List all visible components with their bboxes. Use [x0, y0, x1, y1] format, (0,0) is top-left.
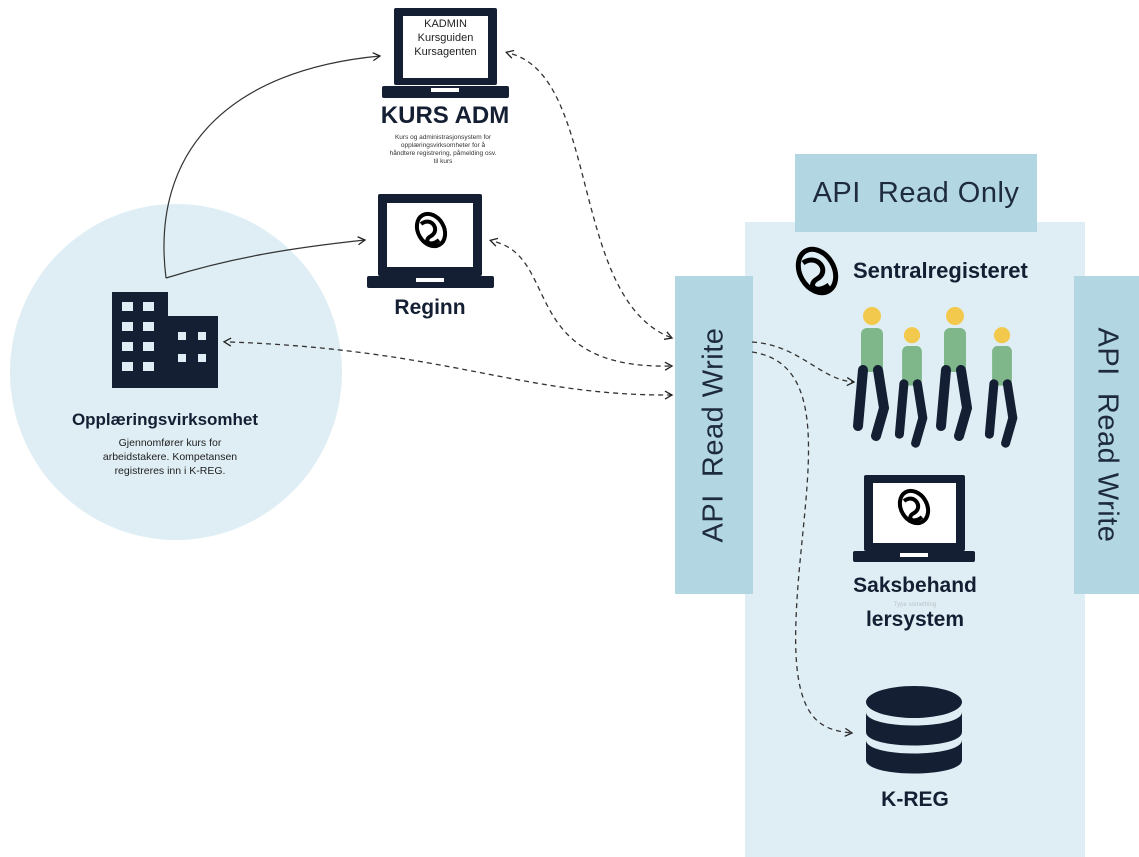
api-read-only-label: API Read Only — [812, 176, 1020, 209]
kurs-adm-screen-text: KADMIN Kursguiden Kursagenten — [403, 17, 488, 59]
screen-line-kursguiden: Kursguiden — [417, 32, 474, 44]
api-read-write-left-bar: API Read Write — [675, 276, 753, 594]
saksbehandler-title-line1: Saksbehand — [853, 574, 977, 597]
connector-kursadm-api — [504, 49, 674, 340]
organization-title: Opplæringsvirksomhet — [71, 410, 259, 429]
kurs-adm-laptop-icon — [382, 8, 512, 98]
kreg-title: K-REG — [881, 788, 949, 811]
building-icon — [112, 292, 218, 388]
api-read-only-bar: API Read Only — [795, 154, 1037, 232]
connector-org-to-kursadm — [163, 52, 382, 279]
connector-api-workers — [751, 341, 856, 387]
screen-line-kursagenten: Kursagenten — [414, 46, 477, 58]
connector-org-to-reginn — [165, 236, 367, 279]
screen-line-kadmin: KADMIN — [424, 18, 467, 30]
reginn-laptop-icon — [367, 194, 494, 288]
saksbehandler-placeholder[interactable]: Type something — [893, 602, 937, 608]
saksbehandler-laptop-icon — [853, 475, 975, 562]
api-read-write-right-bar: API Read Write — [1074, 276, 1139, 594]
reginn-title: Reginn — [394, 296, 466, 319]
organization-description: Gjennomfører kurs for arbeidstakere. Kom… — [102, 437, 238, 477]
sentralregisteret-title: Sentralregisteret — [853, 258, 1028, 283]
kurs-adm-description: Kurs og administrasjonsystem for opplæri… — [389, 134, 497, 165]
saksbehandler-title-line2: lersystem — [865, 608, 965, 631]
kurs-adm-title: KURS ADM — [380, 102, 510, 129]
connector-org-api — [222, 337, 674, 400]
